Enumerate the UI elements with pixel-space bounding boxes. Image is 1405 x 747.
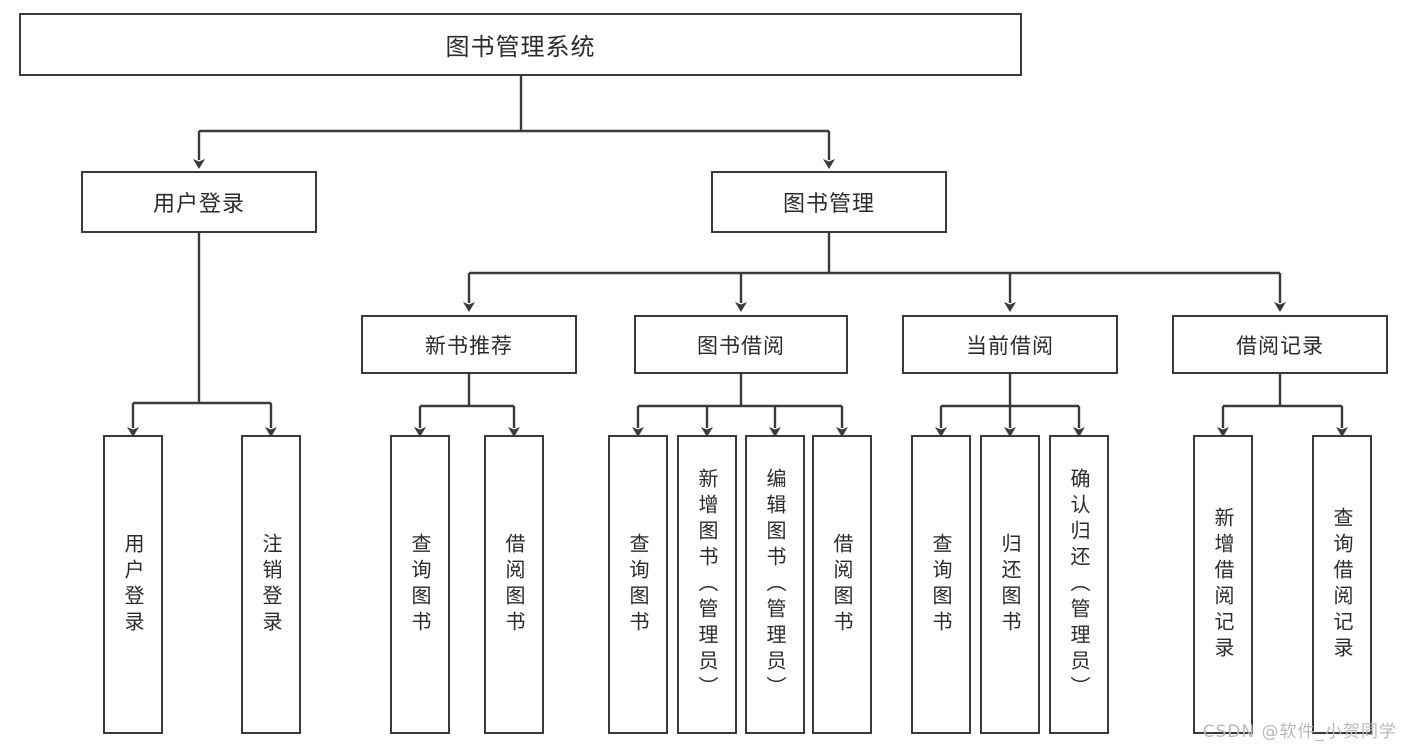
leaf-add-book-admin[interactable]: 新增图书（管理员） — [677, 435, 737, 734]
node-label: 用户登录 — [152, 192, 245, 217]
node-label: 查询图书 — [929, 532, 953, 637]
node-root-book-management-system[interactable]: 图书管理系统 — [19, 13, 1022, 76]
node-label: 图书管理 — [782, 192, 875, 217]
node-label: 确认归还（管理员） — [1067, 467, 1091, 702]
node-label: 当前借阅 — [966, 333, 1054, 358]
node-label: 新书推荐 — [425, 333, 513, 358]
watermark: CSDN @软件_小贺同学 — [1202, 722, 1397, 742]
node-user-login[interactable]: 用户登录 — [81, 171, 317, 233]
node-label: 借阅图书 — [830, 532, 854, 637]
node-label: 查询借阅记录 — [1330, 506, 1354, 663]
node-book-borrow[interactable]: 图书借阅 — [634, 315, 848, 374]
node-label: 查询图书 — [408, 532, 432, 637]
node-label: 注销登录 — [259, 532, 283, 637]
leaf-query-book-current[interactable]: 查询图书 — [911, 435, 971, 734]
node-borrow-record[interactable]: 借阅记录 — [1172, 315, 1388, 374]
leaf-query-book-borrow[interactable]: 查询图书 — [608, 435, 668, 734]
leaf-return-book[interactable]: 归还图书 — [980, 435, 1040, 734]
node-label: 图书管理系统 — [445, 33, 596, 61]
leaf-borrow-book[interactable]: 借阅图书 — [812, 435, 872, 734]
node-new-book-recommend[interactable]: 新书推荐 — [361, 315, 577, 374]
node-label: 编辑图书（管理员） — [763, 467, 787, 702]
node-label: 用户登录 — [121, 532, 145, 637]
leaf-add-borrow-record[interactable]: 新增借阅记录 — [1193, 435, 1253, 734]
leaf-user-login[interactable]: 用户登录 — [103, 435, 163, 734]
node-current-borrow[interactable]: 当前借阅 — [902, 315, 1118, 374]
leaf-query-book-recommend[interactable]: 查询图书 — [390, 435, 450, 734]
leaf-edit-book-admin[interactable]: 编辑图书（管理员） — [745, 435, 805, 734]
leaf-logout[interactable]: 注销登录 — [241, 435, 301, 734]
leaf-query-borrow-record[interactable]: 查询借阅记录 — [1312, 435, 1372, 734]
leaf-borrow-book-recommend[interactable]: 借阅图书 — [484, 435, 544, 734]
node-label: 归还图书 — [998, 532, 1022, 637]
node-book-management[interactable]: 图书管理 — [711, 171, 947, 233]
node-label: 图书借阅 — [697, 333, 785, 358]
leaf-confirm-return-admin[interactable]: 确认归还（管理员） — [1049, 435, 1109, 734]
node-label: 新增借阅记录 — [1211, 506, 1235, 663]
node-label: 借阅记录 — [1236, 333, 1324, 358]
node-label: 新增图书（管理员） — [695, 467, 719, 702]
node-label: 查询图书 — [626, 532, 650, 637]
node-label: 借阅图书 — [502, 532, 526, 637]
